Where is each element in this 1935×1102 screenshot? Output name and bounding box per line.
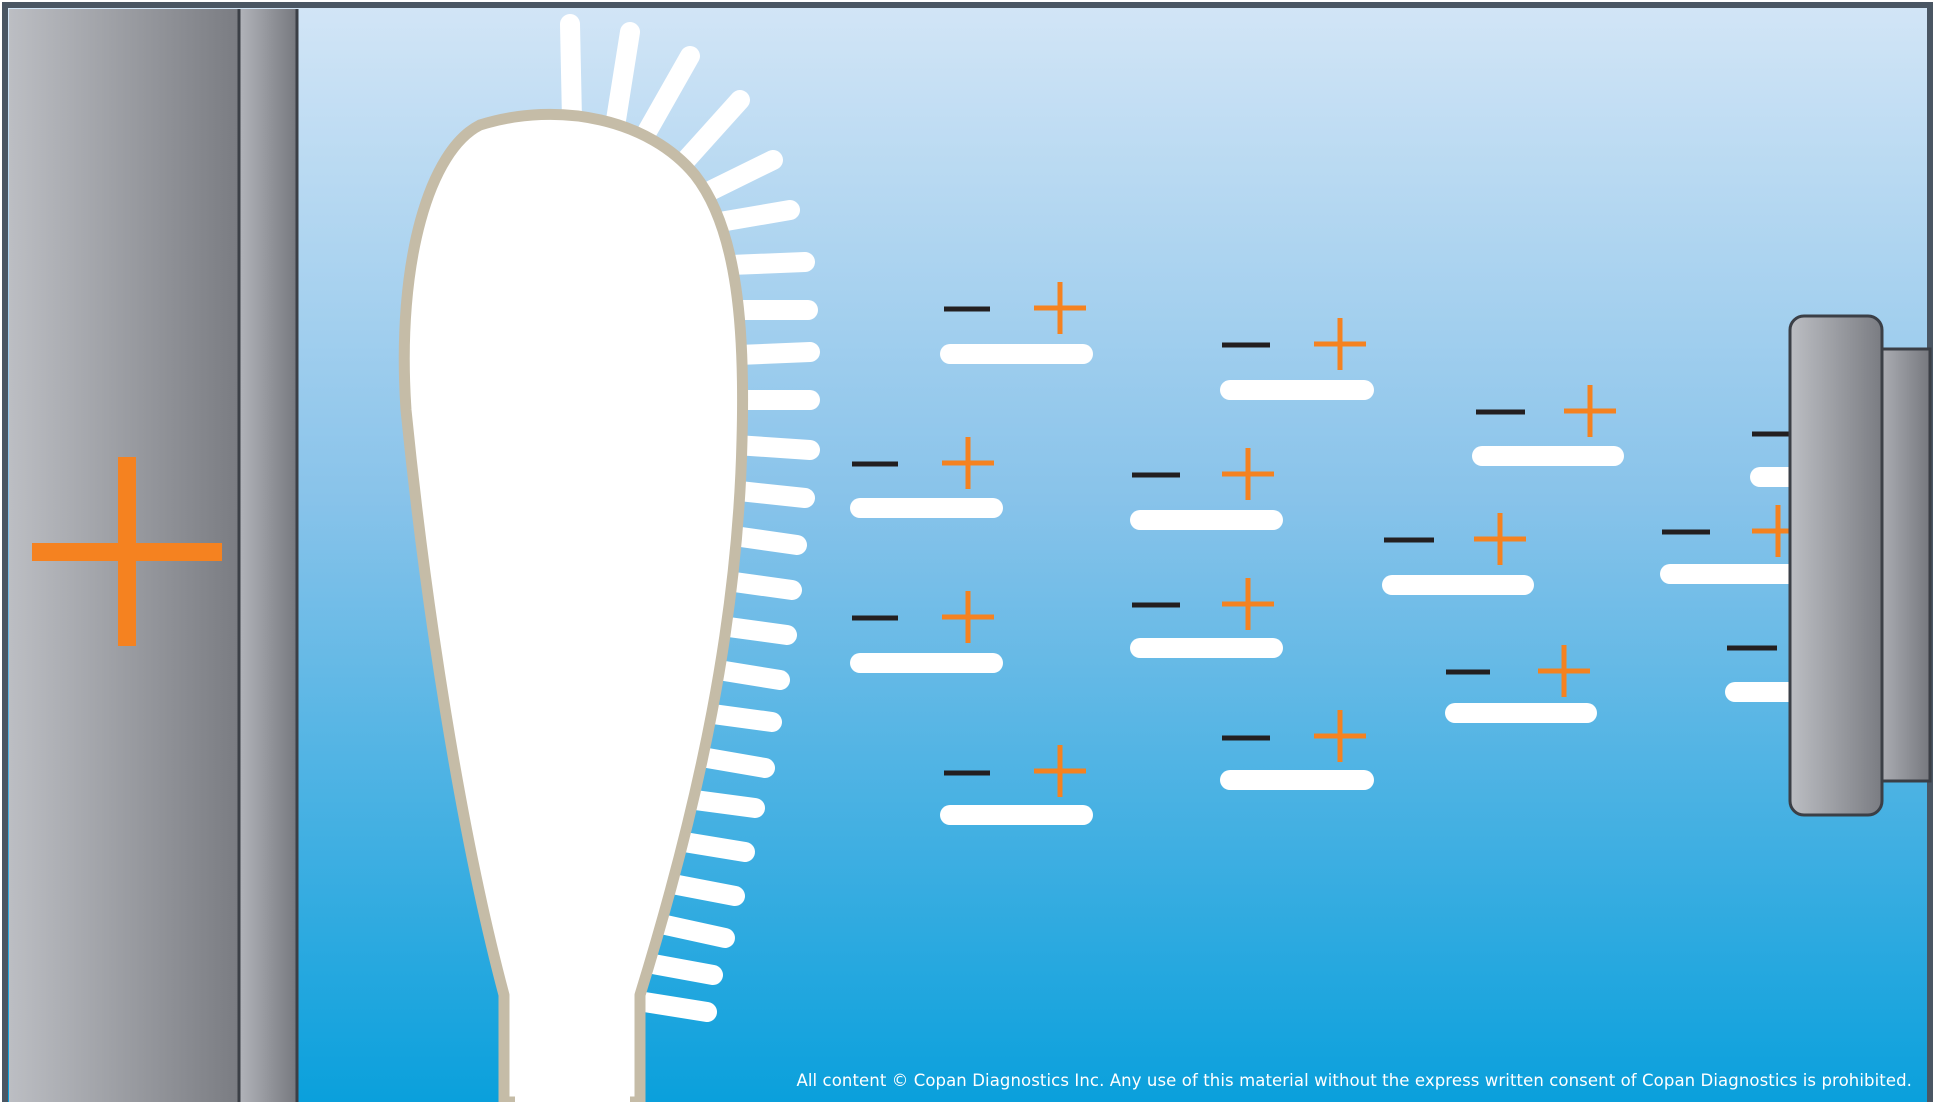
- copyright-notice: All content © Copan Diagnostics Inc. Any…: [796, 1071, 1912, 1090]
- negative-electrode: [1790, 316, 1930, 815]
- swab-fiber: [730, 262, 805, 265]
- swab-fiber: [720, 210, 790, 222]
- swab-fiber: [738, 352, 810, 355]
- positive-electrode: [9, 9, 297, 1102]
- swab-fiber: [570, 24, 572, 120]
- swab-fiber: [616, 32, 630, 120]
